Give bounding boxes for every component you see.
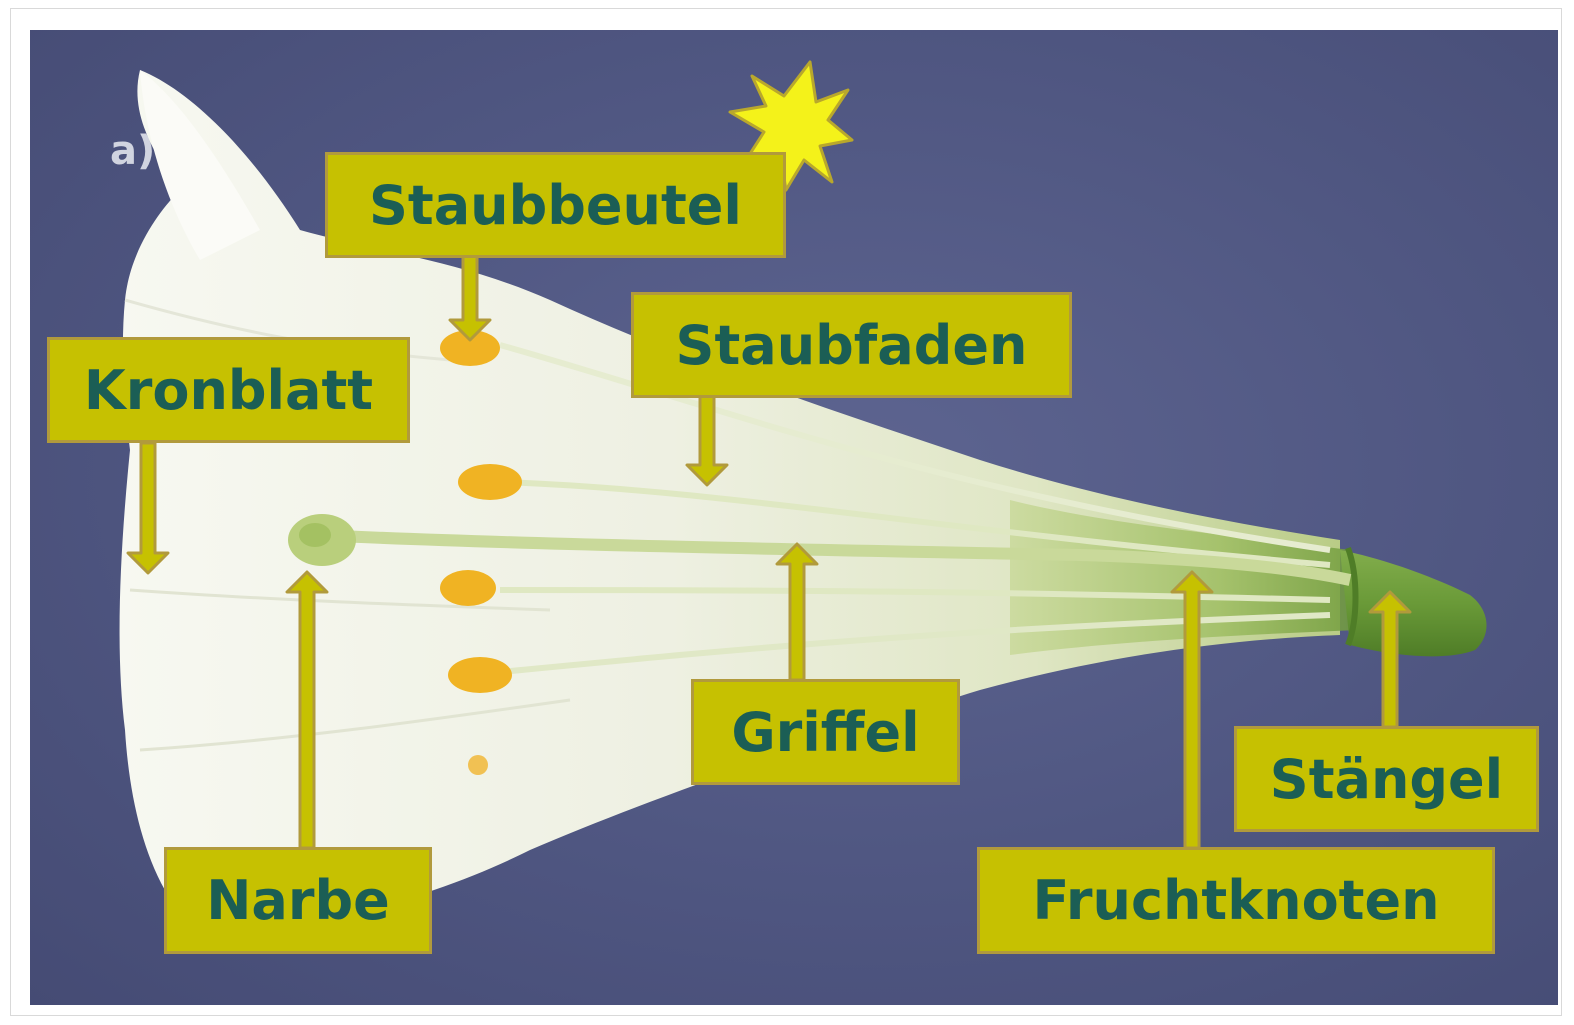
label-staubbeutel: Staubbeutel (325, 152, 786, 258)
stem (1340, 550, 1486, 656)
stigma-highlight (299, 523, 331, 547)
label-staubfaden: Staubfaden (631, 292, 1072, 398)
label-narbe: Narbe (164, 847, 432, 954)
label-kronblatt: Kronblatt (47, 337, 410, 443)
anther (440, 330, 500, 366)
label-fruchtknoten: Fruchtknoten (977, 847, 1495, 954)
label-staengel: Stängel (1234, 726, 1539, 832)
label-griffel: Griffel (691, 679, 960, 785)
anther (448, 657, 512, 693)
anther (458, 464, 522, 500)
panel-label: a) (110, 128, 155, 174)
anther (468, 755, 488, 775)
anther (440, 570, 496, 606)
